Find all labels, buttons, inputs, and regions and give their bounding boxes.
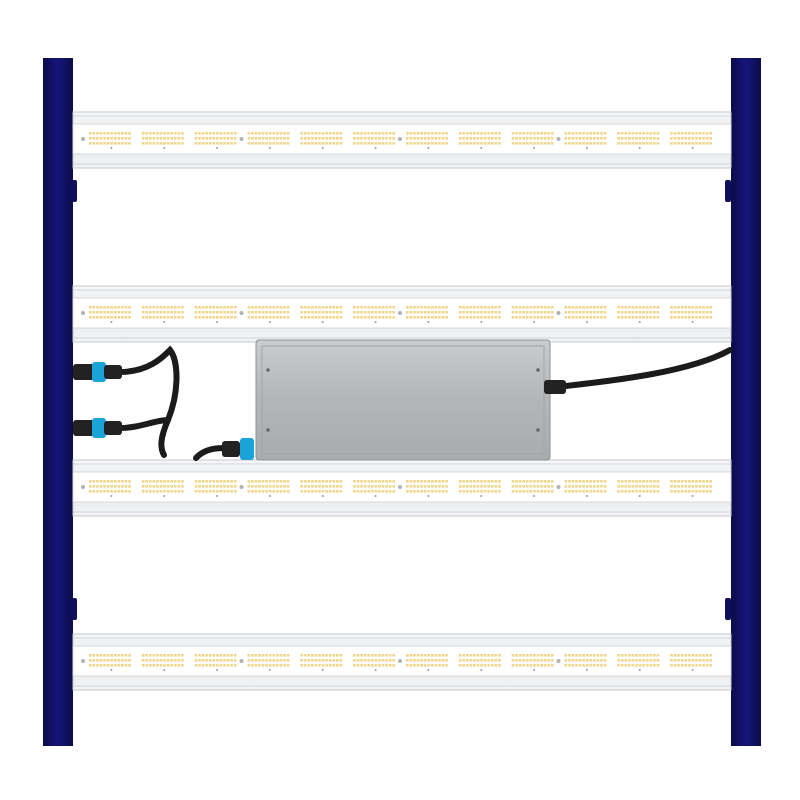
power-driver-box bbox=[255, 339, 551, 461]
led-chip-group bbox=[458, 480, 501, 497]
led-chip-group bbox=[617, 654, 660, 671]
led-bar bbox=[72, 285, 732, 343]
led-chip-group bbox=[458, 654, 501, 671]
waterproof-connector-icon bbox=[73, 418, 122, 438]
led-bar bbox=[72, 459, 732, 517]
led-chip-group bbox=[556, 654, 607, 671]
led-chip-group bbox=[556, 132, 607, 149]
led-chip-group bbox=[300, 306, 343, 323]
led-chip-group bbox=[194, 306, 237, 323]
led-chip-group bbox=[511, 654, 554, 671]
led-chip-group bbox=[300, 480, 343, 497]
led-chip-group bbox=[81, 480, 131, 497]
led-chip-group bbox=[556, 306, 607, 323]
led-chip-group bbox=[81, 132, 131, 149]
led-chip-group bbox=[353, 306, 396, 323]
right-side-rail bbox=[725, 58, 761, 746]
led-chip-group bbox=[239, 654, 290, 671]
led-chip-group bbox=[511, 306, 554, 323]
led-chip-group bbox=[353, 654, 396, 671]
led-chip-group bbox=[141, 654, 184, 671]
led-bars bbox=[72, 111, 732, 691]
led-chip-group bbox=[300, 132, 343, 149]
left-side-rail bbox=[43, 58, 77, 746]
led-chip-group bbox=[194, 480, 237, 497]
led-chip-group bbox=[670, 480, 713, 497]
led-chip-group bbox=[398, 306, 448, 323]
led-chip-group bbox=[670, 654, 713, 671]
led-bar bbox=[72, 633, 732, 691]
power-cable-icon bbox=[544, 347, 733, 394]
led-chip-group bbox=[81, 654, 131, 671]
led-chip-group bbox=[141, 132, 184, 149]
led-bar bbox=[72, 111, 732, 169]
led-chip-group bbox=[556, 480, 607, 497]
led-chip-group bbox=[239, 132, 290, 149]
waterproof-connector-icon bbox=[222, 438, 254, 460]
led-chip-group bbox=[141, 306, 184, 323]
led-chip-group bbox=[511, 480, 554, 497]
left-cable-harness bbox=[117, 345, 243, 461]
led-chip-group bbox=[300, 654, 343, 671]
led-chip-group bbox=[670, 306, 713, 323]
led-chip-group bbox=[353, 132, 396, 149]
led-chip-group bbox=[511, 132, 554, 149]
led-chip-group bbox=[458, 132, 501, 149]
led-chip-group bbox=[239, 480, 290, 497]
led-chip-group bbox=[194, 654, 237, 671]
led-chip-group bbox=[398, 654, 448, 671]
led-chip-group bbox=[398, 480, 448, 497]
led-chip-group bbox=[239, 306, 290, 323]
waterproof-connector-icon bbox=[73, 362, 122, 382]
led-chip-group bbox=[141, 480, 184, 497]
led-chip-group bbox=[617, 132, 660, 149]
led-chip-group bbox=[670, 132, 713, 149]
led-chip-group bbox=[398, 132, 448, 149]
led-chip-group bbox=[194, 132, 237, 149]
led-chip-group bbox=[617, 306, 660, 323]
led-chip-group bbox=[617, 480, 660, 497]
led-chip-group bbox=[353, 480, 396, 497]
led-chip-group bbox=[458, 306, 501, 323]
led-chip-group bbox=[81, 306, 131, 323]
